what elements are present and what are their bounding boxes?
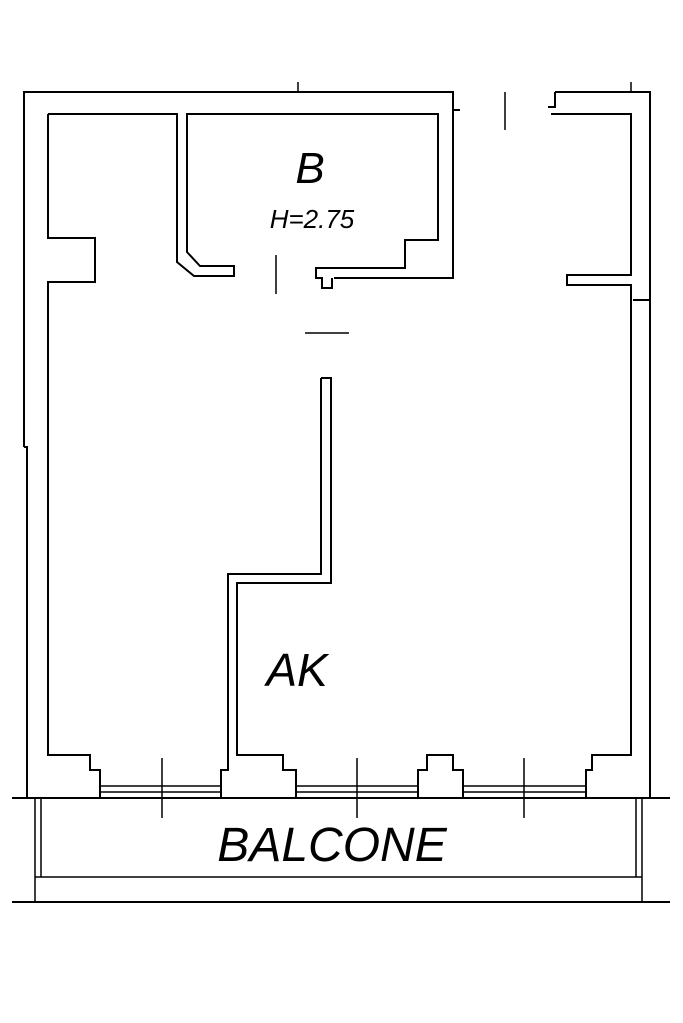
balcony (12, 797, 670, 903)
bathroom-label: B (295, 144, 324, 193)
balcony-label: BALCONE (217, 819, 447, 872)
main-room-label: AK (263, 644, 330, 696)
inner-wall (47, 113, 632, 798)
balcony-openings (100, 758, 586, 818)
outer-wall (23, 82, 651, 797)
partition-wall (220, 377, 332, 798)
window-pier (417, 754, 464, 799)
bathroom-height-label: H=2.75 (270, 204, 355, 234)
door-markers (275, 255, 349, 334)
